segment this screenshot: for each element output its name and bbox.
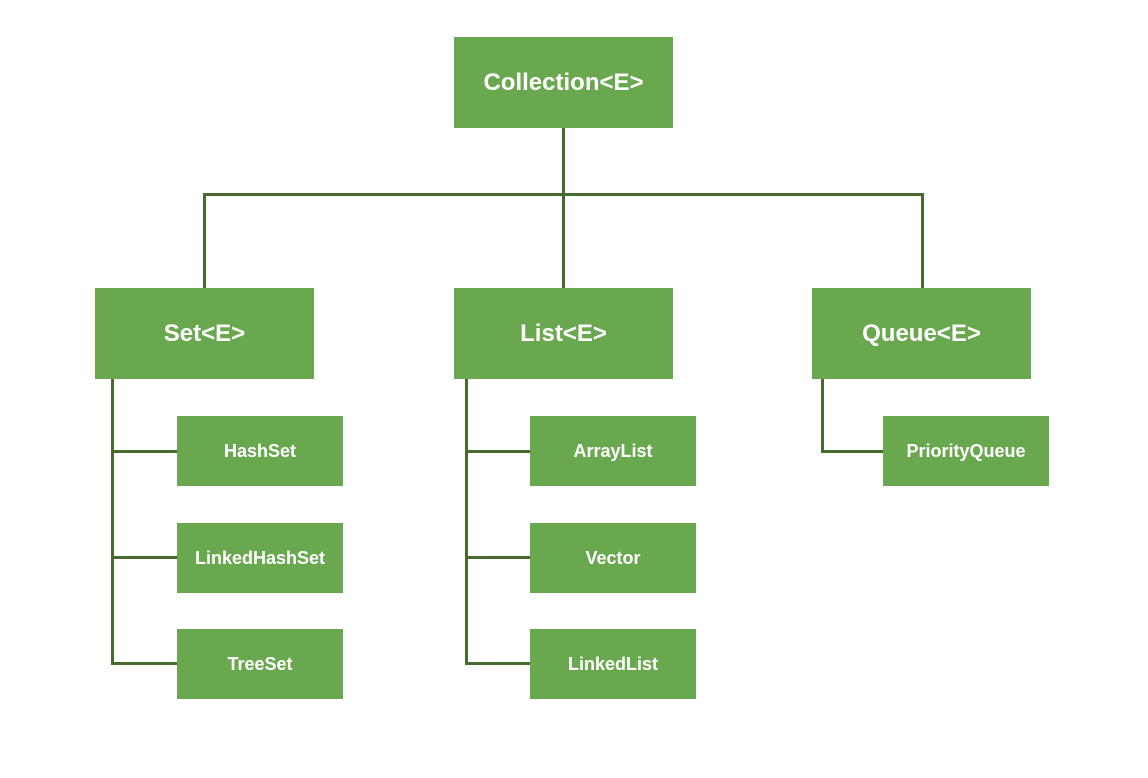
node-linkedlist: LinkedList: [530, 629, 696, 699]
connector-queue-vertical: [821, 378, 824, 452]
node-list-interface: List<E>: [454, 288, 673, 379]
node-collection-root: Collection<E>: [454, 37, 673, 128]
node-treeset: TreeSet: [177, 629, 343, 699]
node-queue-interface: Queue<E>: [812, 288, 1031, 379]
connector-root-down: [562, 127, 565, 195]
connector-list-vertical: [465, 378, 468, 665]
connector-set-child-2: [111, 556, 177, 559]
connector-list-child-1: [465, 450, 530, 453]
connector-set-drop: [203, 193, 206, 289]
connector-list-child-3: [465, 662, 530, 665]
node-arraylist: ArrayList: [530, 416, 696, 486]
connector-set-child-1: [111, 450, 177, 453]
node-priorityqueue: PriorityQueue: [883, 416, 1049, 486]
node-set-interface: Set<E>: [95, 288, 314, 379]
connector-list-drop: [562, 193, 565, 289]
connector-list-child-2: [465, 556, 530, 559]
connector-queue-child-1: [821, 450, 883, 453]
connector-queue-drop: [921, 193, 924, 289]
node-linkedhashset: LinkedHashSet: [177, 523, 343, 593]
connector-set-vertical: [111, 378, 114, 665]
node-vector: Vector: [530, 523, 696, 593]
node-hashset: HashSet: [177, 416, 343, 486]
connector-set-child-3: [111, 662, 177, 665]
